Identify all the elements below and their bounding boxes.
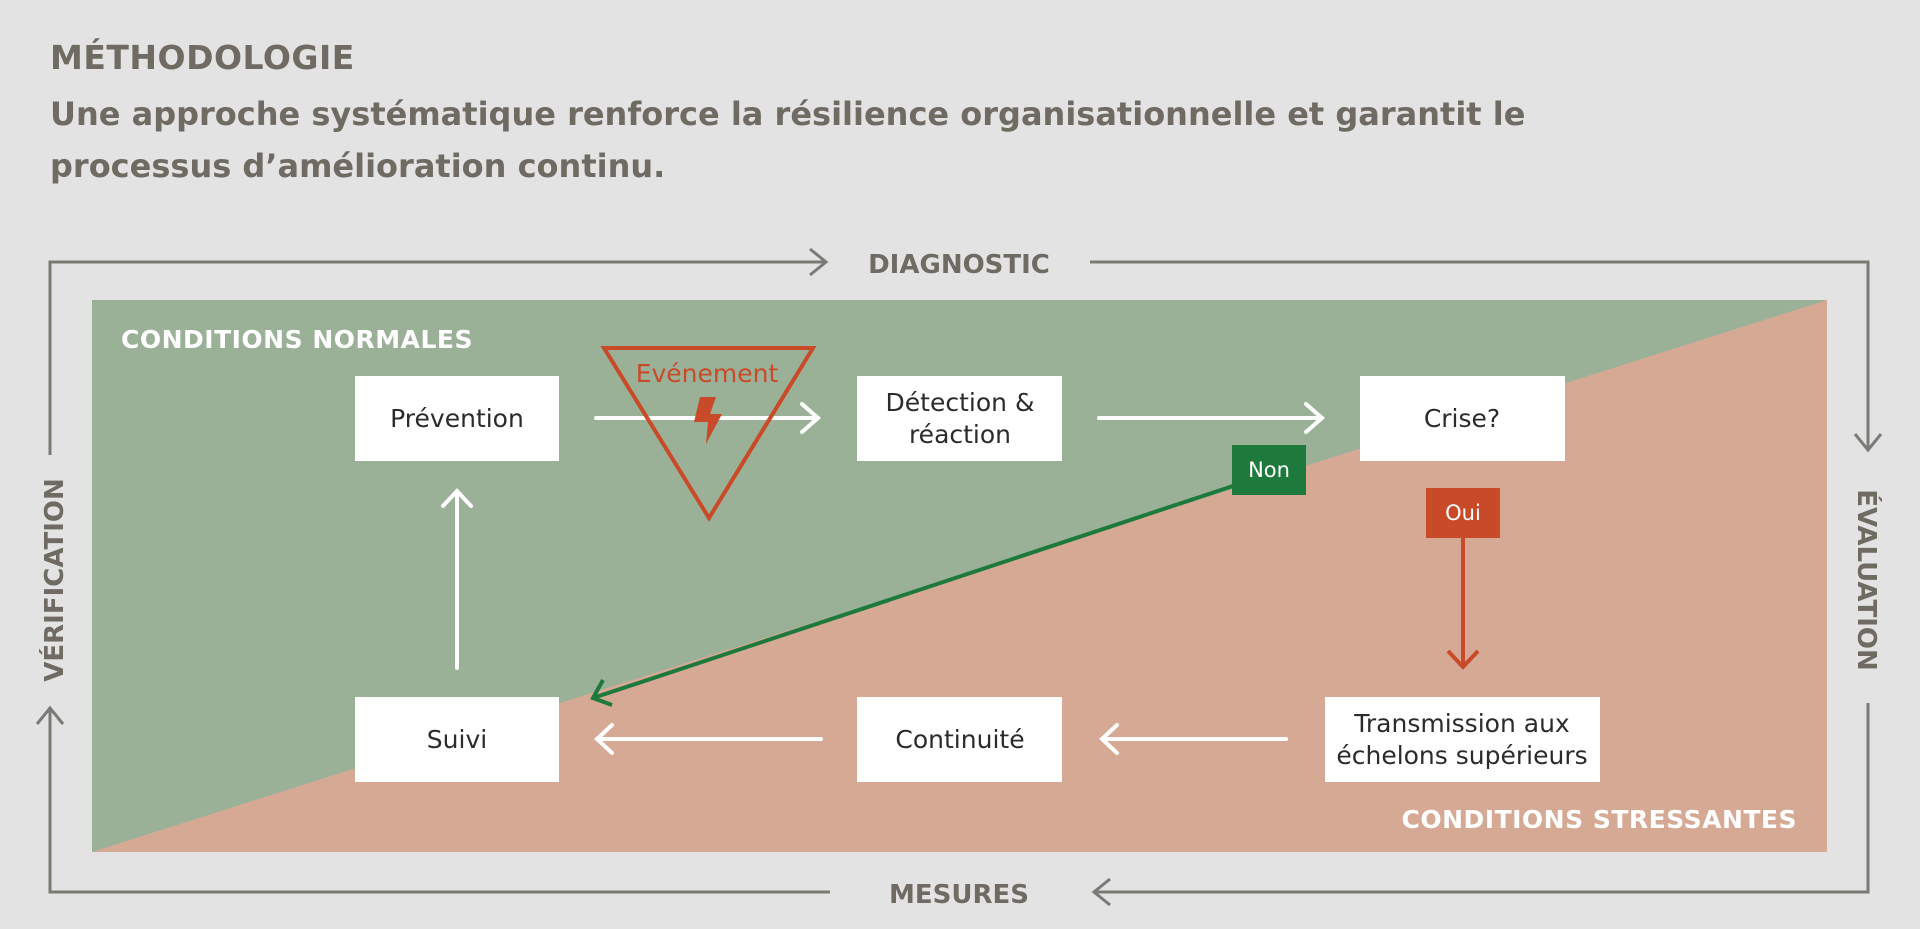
step-detection-label-line2: réaction <box>909 420 1011 449</box>
zone-label-stress: CONDITIONS STRESSANTES <box>1402 805 1798 834</box>
cycle-label-verification: VÉRIFICATION <box>38 478 70 681</box>
decision-no-badge <box>1232 445 1306 495</box>
cycle-label-mesures: MESURES <box>889 880 1029 910</box>
step-prevention-label: Prévention <box>390 404 524 433</box>
cycle-label-evaluation: ÉVALUATION <box>1851 489 1883 671</box>
arrow-head-right-icon <box>800 402 822 434</box>
step-prevention: Prévention <box>355 376 559 461</box>
lightning-bolt-icon <box>694 397 722 444</box>
chevron-down-icon <box>1853 433 1883 453</box>
decision-yes-label: Oui <box>1445 501 1481 525</box>
zone-label-normal: CONDITIONS NORMALES <box>121 325 473 354</box>
frame-bottom-left-segment <box>48 709 830 894</box>
decision-no-label: Non <box>1248 458 1290 482</box>
step-crise: Crise? <box>1360 376 1565 461</box>
arrow-head-right-icon <box>1304 402 1326 434</box>
step-detection-label-line1: Détection & <box>886 388 1035 417</box>
arrow-head-up-icon <box>441 488 473 508</box>
frame-top-left-segment <box>48 260 825 455</box>
no-path-line <box>595 484 1234 699</box>
step-continuite-label: Continuité <box>895 725 1024 754</box>
step-suivi: Suivi <box>355 697 559 782</box>
frame-bottom-right-segment <box>1095 703 1870 894</box>
yes-path-arrow-head-icon <box>1446 649 1480 670</box>
step-transmission-label-line1: Transmission aux <box>1353 709 1569 738</box>
page-title: MÉTHODOLOGIE <box>50 38 355 77</box>
frame-top-right-segment <box>1090 260 1870 449</box>
cycle-label-diagnostic: DIAGNOSTIC <box>868 250 1050 280</box>
event-label: Evénement <box>636 359 779 388</box>
arrow-head-left-icon <box>594 723 614 755</box>
event-triangle <box>600 346 817 522</box>
chevron-up-icon <box>35 705 65 725</box>
step-crise-label: Crise? <box>1424 404 1500 433</box>
decision-yes-badge <box>1426 488 1500 538</box>
step-suivi-label: Suivi <box>427 725 487 754</box>
page-subtitle: Une approche systématique renforce la ré… <box>50 95 1526 185</box>
step-continuite: Continuité <box>857 697 1062 782</box>
no-path-arrow-head-icon <box>590 679 613 707</box>
arrow-head-left-icon <box>1099 723 1119 755</box>
chevron-right-icon <box>809 247 829 277</box>
cycle-frame <box>35 247 1883 907</box>
step-transmission-label-line2: échelons supérieurs <box>1336 741 1587 770</box>
step-detection: Détection & réaction <box>857 376 1062 461</box>
chevron-left-icon <box>1091 877 1111 907</box>
step-transmission: Transmission aux échelons supérieurs <box>1325 697 1600 782</box>
